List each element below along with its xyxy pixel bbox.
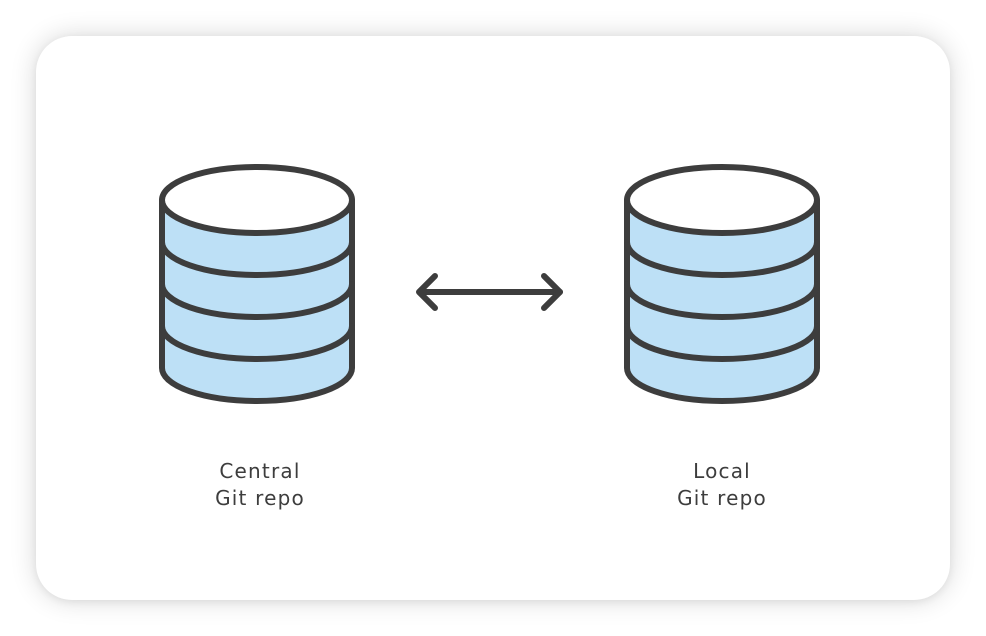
local-repo-label: Local Git repo <box>622 458 822 512</box>
double-headed-arrow-icon <box>416 273 563 311</box>
local-repo-label-line-2: Git repo <box>677 486 767 510</box>
central-database-icon <box>159 164 355 404</box>
local-repo-label-line-1: Local <box>693 459 751 483</box>
central-repo-label-line-2: Git repo <box>215 486 305 510</box>
central-repo-label: Central Git repo <box>160 458 360 512</box>
local-database-icon <box>624 164 820 404</box>
central-repo-label-line-1: Central <box>219 459 301 483</box>
